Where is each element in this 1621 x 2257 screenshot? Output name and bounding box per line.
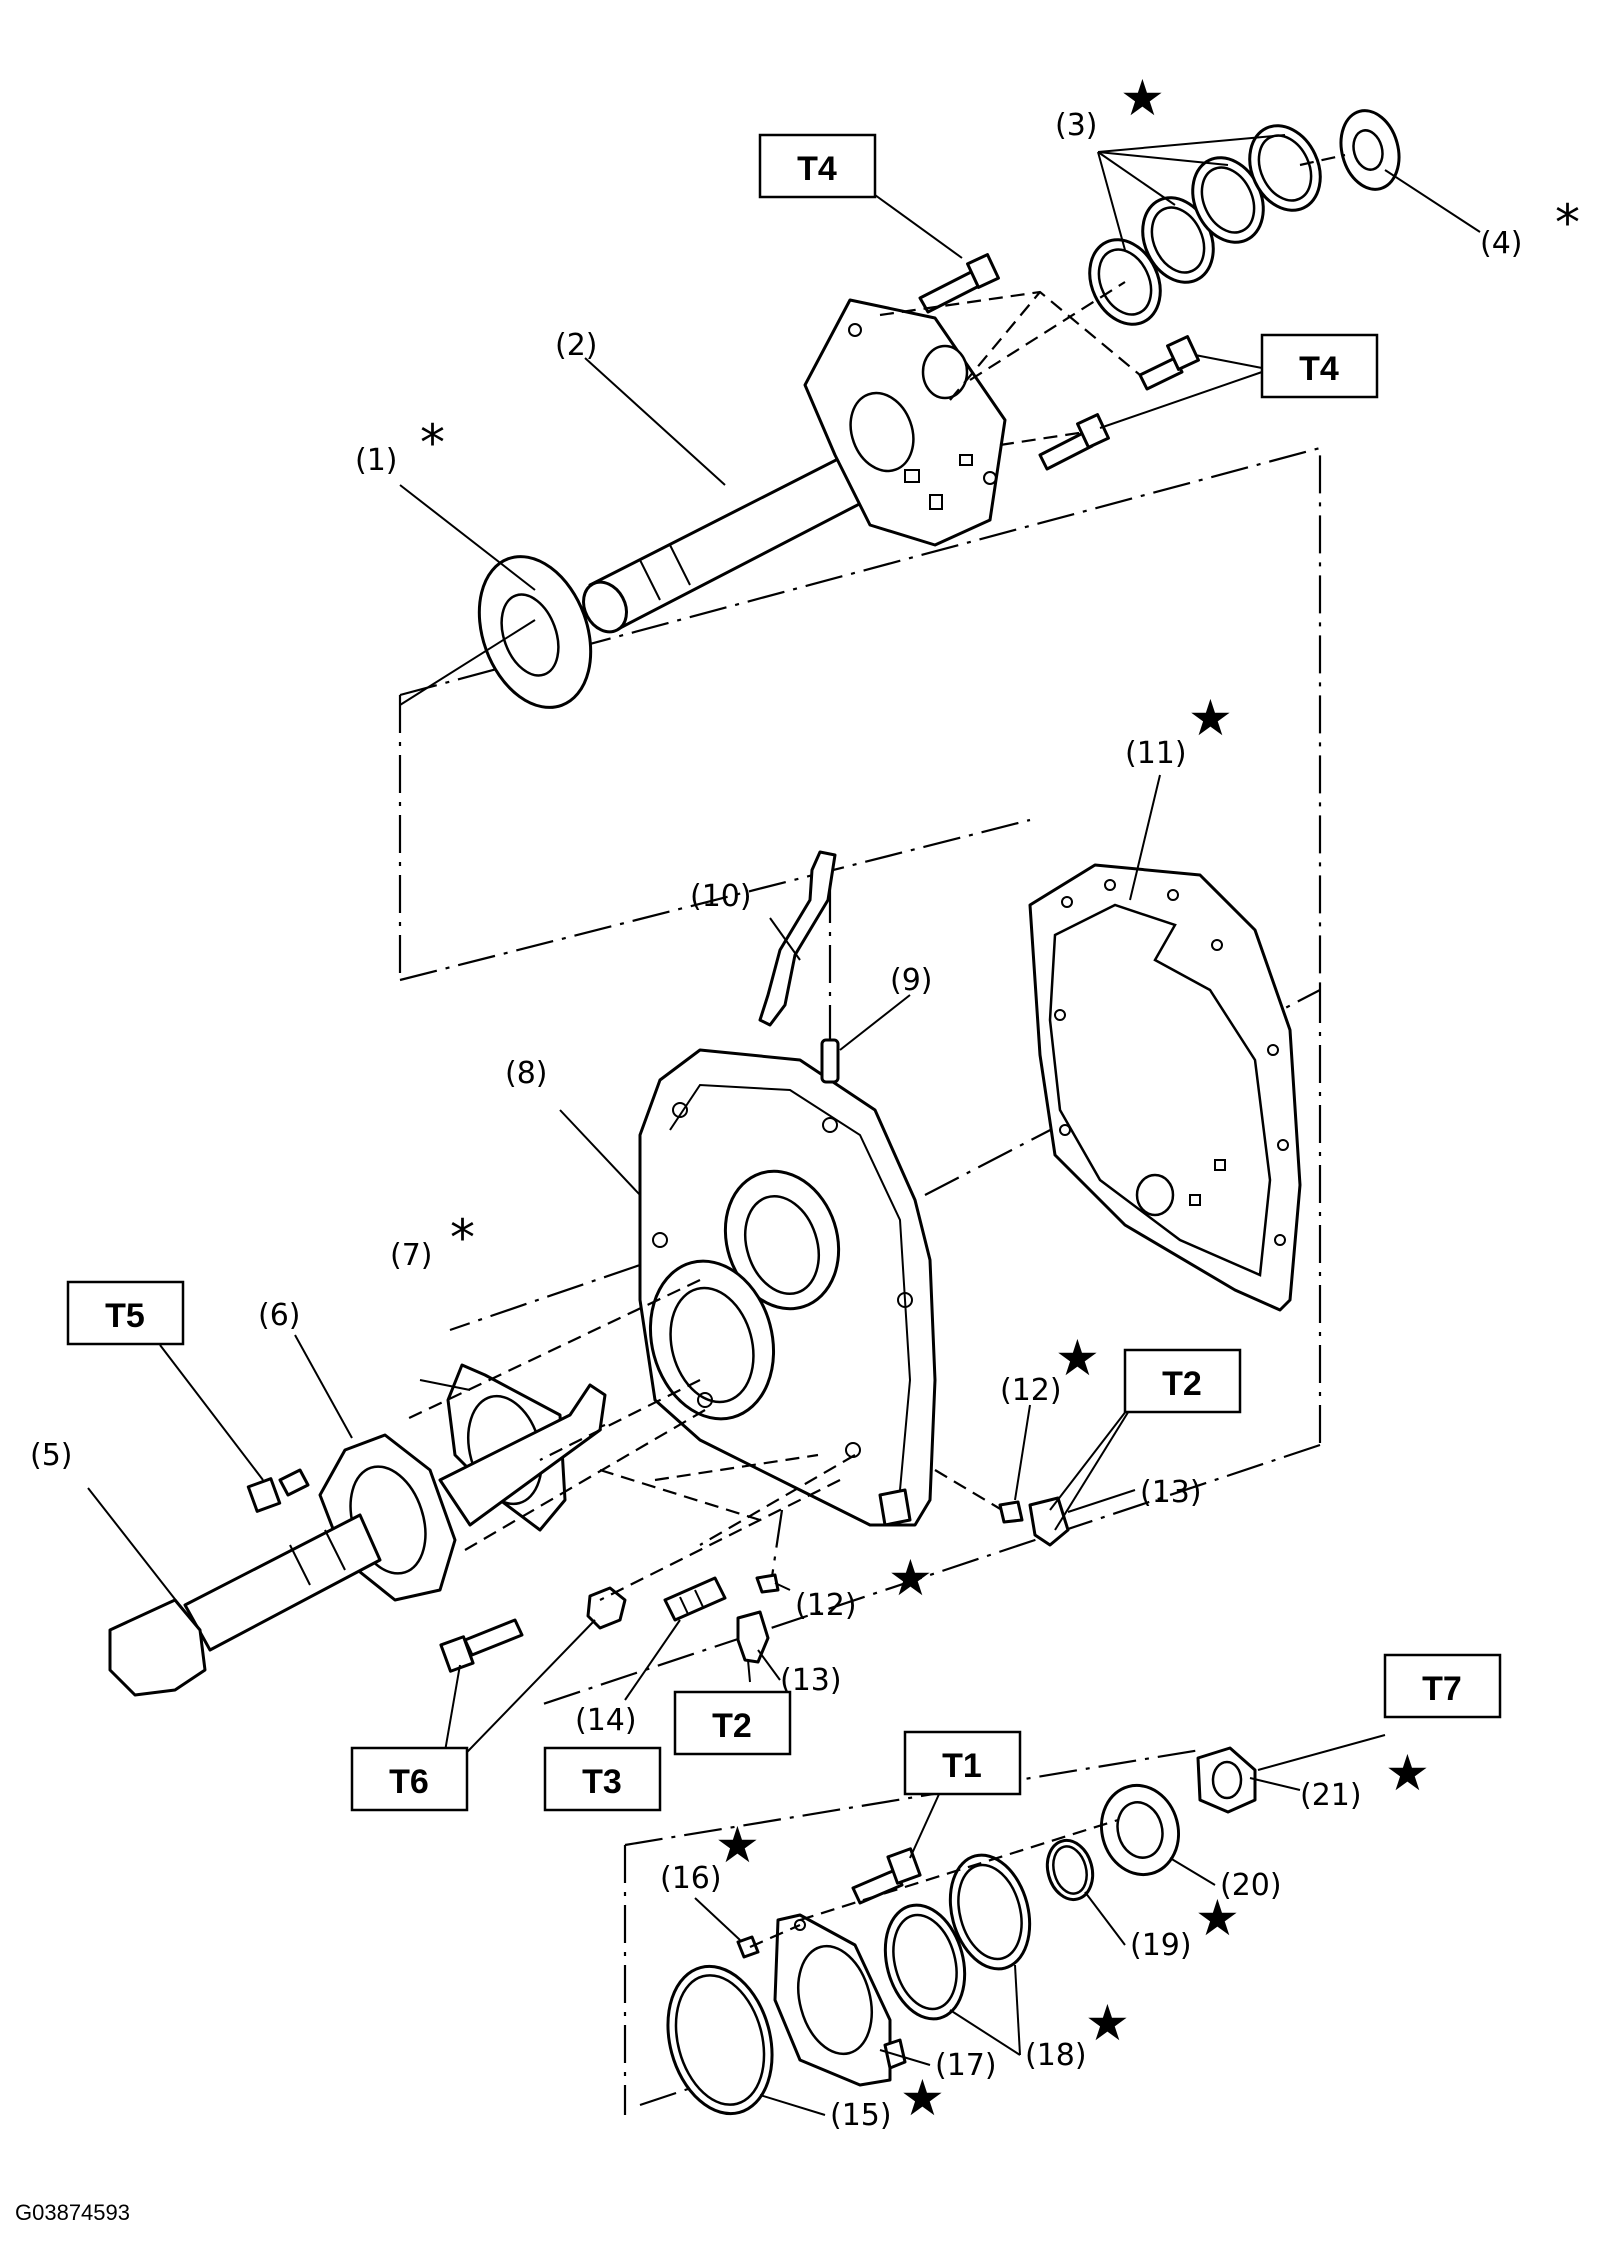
callout-17: (17) bbox=[935, 2048, 997, 2083]
callout-14: (14) bbox=[575, 1703, 637, 1738]
shims-part-3 bbox=[1088, 124, 1322, 326]
bolt-t4-right-lower bbox=[1038, 413, 1110, 471]
bolt-t5 bbox=[246, 1468, 310, 1513]
asterisk-mark-1: * bbox=[420, 414, 445, 472]
stud-part-14 bbox=[663, 1576, 727, 1622]
svg-text:T5: T5 bbox=[105, 1297, 145, 1335]
callout-9: (9) bbox=[890, 963, 933, 998]
snap-ring-part-19 bbox=[1045, 1838, 1095, 1902]
svg-text:T2: T2 bbox=[1162, 1365, 1202, 1403]
plug-part-13-right bbox=[1028, 1496, 1070, 1547]
replacement-marks: * ★ * * ★ ★ ★ ★ ★ ★ ★ ★ bbox=[420, 69, 1580, 2127]
svg-text:T4: T4 bbox=[1299, 350, 1339, 388]
gasket-part-11 bbox=[1028, 863, 1302, 1312]
callout-8: (8) bbox=[505, 1056, 548, 1091]
asterisk-mark-4: * bbox=[1555, 194, 1580, 252]
callout-5: (5) bbox=[30, 1438, 73, 1473]
oil-seal-part-1 bbox=[477, 555, 593, 709]
svg-text:T7: T7 bbox=[1422, 1670, 1462, 1708]
callout-2: (2) bbox=[555, 328, 598, 363]
star-mark-16: ★ bbox=[715, 1816, 760, 1874]
callout-11: (11) bbox=[1125, 736, 1187, 771]
callout-7: (7) bbox=[390, 1238, 433, 1273]
torque-box-t4-right: T4 bbox=[1260, 333, 1379, 399]
callout-16: (16) bbox=[660, 1861, 722, 1896]
screw-part-16 bbox=[736, 1935, 760, 1959]
bolt-t6 bbox=[439, 1618, 524, 1673]
bearing-part-20 bbox=[1099, 1783, 1181, 1877]
torque-box-t5: T5 bbox=[66, 1280, 185, 1346]
torque-box-t1: T1 bbox=[903, 1730, 1022, 1796]
axle-shaft-part-5 bbox=[108, 1383, 607, 1697]
callout-12-right: (12) bbox=[1000, 1373, 1062, 1408]
gasket-part-12-lower bbox=[755, 1573, 780, 1594]
star-mark-3: ★ bbox=[1120, 69, 1165, 127]
callout-20: (20) bbox=[1220, 1868, 1282, 1903]
lever-part-10 bbox=[758, 850, 837, 1027]
star-mark-21: ★ bbox=[1385, 1744, 1430, 1802]
retainer-ring-part-15 bbox=[666, 1964, 774, 2116]
torque-labels: T4 T4 T5 T2 T6 T3 T2 T1 bbox=[66, 133, 1502, 1812]
callout-13-right: (13) bbox=[1140, 1475, 1202, 1510]
callout-21: (21) bbox=[1300, 1778, 1362, 1813]
callout-18: (18) bbox=[1025, 2038, 1087, 2073]
star-mark-12-right: ★ bbox=[1055, 1329, 1100, 1387]
callout-6: (6) bbox=[258, 1298, 301, 1333]
oil-seal-part-4 bbox=[1339, 109, 1401, 191]
callout-12-lower: (12) bbox=[795, 1588, 857, 1623]
asterisk-mark-7: * bbox=[450, 1209, 475, 1267]
torque-box-t3: T3 bbox=[543, 1746, 662, 1812]
plug-part-13-lower bbox=[736, 1610, 770, 1664]
callout-4: (4) bbox=[1480, 226, 1523, 261]
star-mark-15: ★ bbox=[900, 2069, 945, 2127]
bolt-t4-top bbox=[918, 253, 1000, 314]
svg-text:T4: T4 bbox=[797, 150, 837, 188]
upper-assembly bbox=[398, 109, 1481, 985]
housing-part-8 bbox=[638, 1048, 937, 1527]
callout-3: (3) bbox=[1055, 108, 1098, 143]
pin-part-9 bbox=[820, 1038, 840, 1084]
lock-nut-part-21 bbox=[1196, 1746, 1257, 1814]
torque-box-t7: T7 bbox=[1383, 1653, 1502, 1719]
svg-text:T1: T1 bbox=[942, 1747, 982, 1785]
star-mark-19: ★ bbox=[1195, 1889, 1240, 1947]
bolt-t1 bbox=[851, 1847, 922, 1905]
figure-id: G03874593 bbox=[15, 2200, 130, 2225]
star-mark-18: ★ bbox=[1085, 1994, 1130, 2052]
lower-assembly bbox=[623, 1734, 1386, 2116]
callout-1: (1) bbox=[355, 443, 398, 478]
star-mark-12-lower: ★ bbox=[888, 1549, 933, 1607]
torque-box-t2-bottom: T2 bbox=[673, 1690, 792, 1756]
svg-text:T3: T3 bbox=[582, 1763, 622, 1801]
middle-assembly bbox=[87, 774, 1322, 1781]
gasket-part-12-right bbox=[998, 1500, 1024, 1524]
torque-box-t6: T6 bbox=[350, 1746, 469, 1812]
oil-pump-body bbox=[803, 298, 1007, 547]
shims-part-18 bbox=[883, 1853, 1032, 2021]
torque-box-t4-top: T4 bbox=[758, 133, 877, 199]
callout-labels: (1) (2) (3) (4) (5) (6) (7) (8) (9) (10)… bbox=[30, 108, 1523, 2133]
torque-box-t2-right: T2 bbox=[1123, 1348, 1242, 1414]
callout-15: (15) bbox=[830, 2098, 892, 2133]
star-mark-11: ★ bbox=[1188, 689, 1233, 747]
svg-text:T6: T6 bbox=[389, 1763, 429, 1801]
nut-t6 bbox=[586, 1586, 627, 1630]
svg-text:T2: T2 bbox=[712, 1707, 752, 1745]
callout-10: (10) bbox=[690, 879, 752, 914]
bolt-t4-right-upper bbox=[1138, 335, 1200, 391]
callout-19: (19) bbox=[1130, 1928, 1192, 1963]
